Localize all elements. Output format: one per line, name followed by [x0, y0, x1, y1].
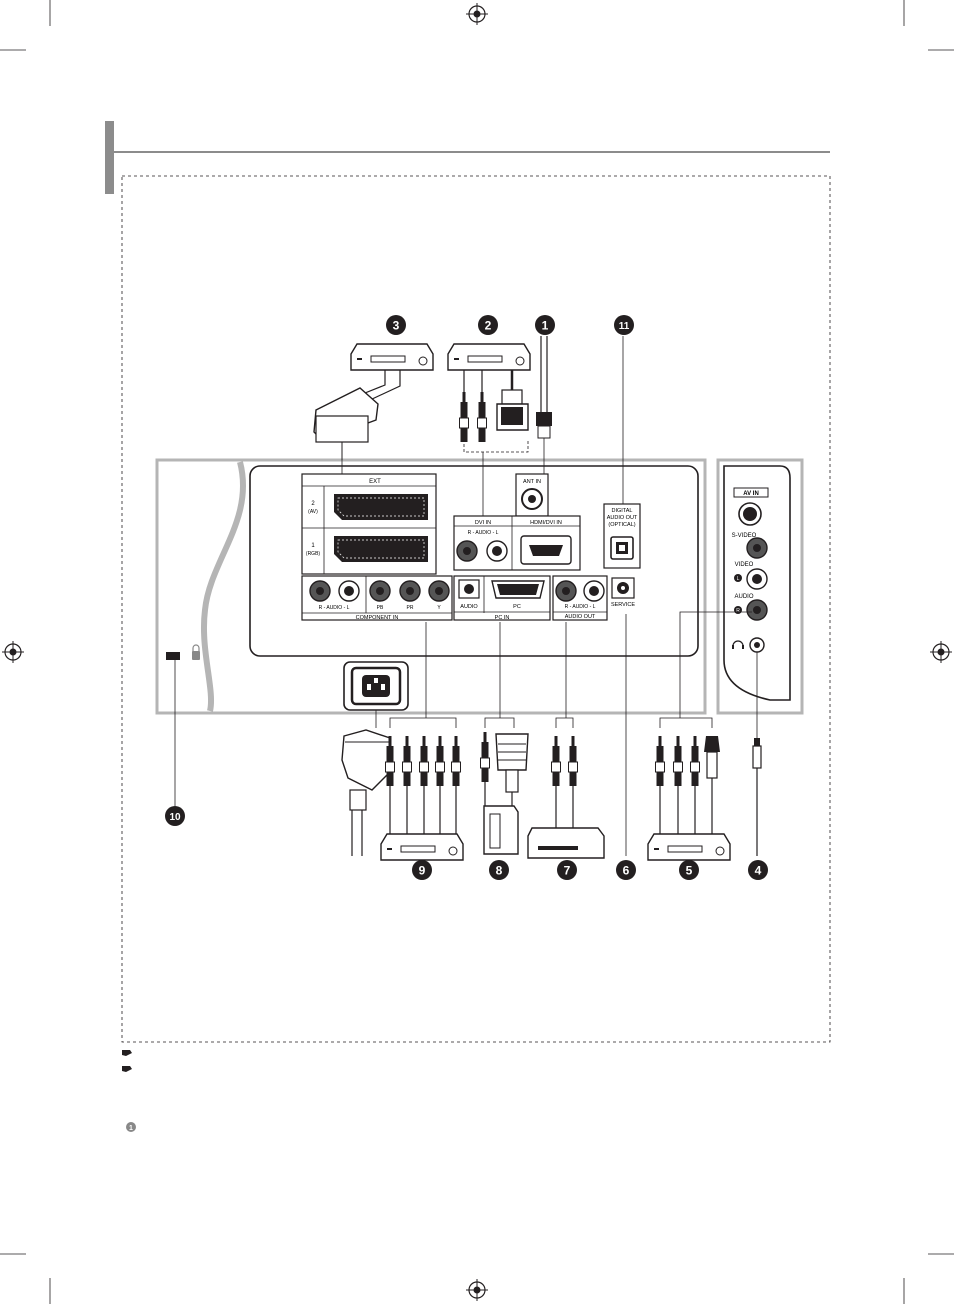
dvi-audio-l-jack: [487, 541, 507, 561]
callout-8: 8: [489, 860, 509, 880]
callout-4: 4: [748, 860, 768, 880]
audio-out-block: R - AUDIO - L AUDIO OUT: [553, 576, 607, 620]
svg-text:6: 6: [623, 864, 630, 878]
svg-text:11: 11: [619, 321, 630, 332]
callout-6: 6: [616, 860, 636, 880]
ant-in-label: ANT IN: [523, 479, 541, 485]
component-audio-l-jack: [339, 581, 359, 601]
pointing-hand-icon: [122, 1050, 132, 1056]
side-panel: AV IN S-VIDEO VIDEO L AUDIO R: [718, 460, 802, 713]
service-label: SERVICE: [611, 602, 635, 608]
svg-text:3: 3: [393, 319, 400, 333]
service-block: SERVICE: [611, 578, 635, 608]
audio-l-jack: [747, 569, 767, 589]
svg-text:1: 1: [542, 319, 549, 333]
digital-audio-out-line1: DIGITAL: [612, 508, 633, 514]
video-jack: [747, 538, 767, 558]
registration-mark-icon: [466, 1279, 488, 1301]
component-pr-label: PR: [407, 605, 414, 611]
callout-1: 1: [535, 315, 555, 335]
svg-text:9: 9: [419, 864, 426, 878]
callout-9: 9: [412, 860, 432, 880]
ext-scart-block: EXT 2 (AV) 1 (RGB): [302, 474, 436, 574]
dvi-audio-label: R - AUDIO - L: [468, 530, 499, 536]
audio-r-jack: [747, 600, 767, 620]
svg-text:1: 1: [129, 1125, 133, 1132]
audio-r-label: R: [736, 608, 740, 614]
power-cord: [342, 710, 392, 856]
power-socket: [344, 662, 408, 710]
pc-in-label: PC IN: [495, 615, 510, 621]
ant-in-block: ANT IN: [516, 474, 548, 516]
hdmi-dvi-in-label: HDMI/DVI IN: [530, 520, 562, 526]
component-cables-9: [381, 622, 463, 860]
pc-label: PC: [513, 604, 521, 610]
audio-out-label: AUDIO OUT: [565, 614, 596, 620]
digital-audio-out-line3: (OPTICAL): [608, 522, 635, 528]
ext-label: EXT: [369, 479, 381, 485]
pc-audio-label: AUDIO: [460, 604, 478, 610]
component-pb-label: PB: [377, 605, 384, 611]
pointing-hand-icon: [122, 1066, 132, 1072]
callout-11: 11: [614, 315, 634, 335]
svg-text:5: 5: [686, 864, 693, 878]
svg-text:4: 4: [755, 864, 762, 878]
ext-port1-sub: (RGB): [306, 551, 321, 557]
audio-out-cables-7: [528, 622, 604, 858]
component-in-label: COMPONENT IN: [356, 615, 399, 621]
antenna-cable-1: [536, 336, 552, 474]
digital-audio-out-line2: AUDIO OUT: [607, 515, 638, 521]
digital-audio-out-block: DIGITAL AUDIO OUT (OPTICAL): [604, 504, 640, 568]
callout-7: 7: [557, 860, 577, 880]
section-header-bar: [105, 121, 114, 194]
scart-port-2: [334, 494, 428, 520]
component-audio-label: R - AUDIO - L: [319, 605, 350, 611]
ext-port2-sub: (AV): [308, 509, 318, 515]
registration-mark-icon: [466, 3, 488, 25]
svg-text:8: 8: [496, 864, 503, 878]
kensington-lock-icon: [166, 645, 200, 660]
audio-l-label: L: [737, 576, 740, 582]
svg-text:7: 7: [564, 864, 571, 878]
svg-text:10: 10: [169, 812, 181, 823]
registration-mark-icon: [2, 641, 24, 663]
component-y-jack: [429, 581, 449, 601]
callout-3: 3: [386, 315, 406, 335]
scart-port-1: [334, 536, 428, 562]
hdmi-dvi-block: DVI IN R - AUDIO - L HDMI/DVI IN: [454, 516, 580, 570]
device-3-scart: [314, 344, 433, 474]
svg-text:2: 2: [485, 319, 492, 333]
component-in-block: R - AUDIO - L PB PR Y COMPONENT IN: [302, 576, 452, 621]
hdmi-port: [529, 545, 563, 556]
component-audio-r-jack: [310, 581, 330, 601]
component-pr-jack: [400, 581, 420, 601]
pc-in-block: AUDIO PC PC IN: [454, 576, 550, 621]
av-in-label: AV IN: [743, 491, 759, 497]
bullet-1-icon: 1: [126, 1122, 136, 1132]
audio-label: AUDIO: [734, 594, 753, 600]
audio-out-lr-label: R - AUDIO - L: [565, 604, 596, 610]
dvi-audio-r-jack: [457, 541, 477, 561]
callout-5: 5: [679, 860, 699, 880]
callout-10: 10: [165, 806, 185, 826]
audio-out-r-jack: [556, 581, 576, 601]
audio-out-l-jack: [584, 581, 604, 601]
s-video-label: S-VIDEO: [732, 533, 757, 539]
registration-mark-icon: [930, 641, 952, 663]
component-pb-jack: [370, 581, 390, 601]
dvi-in-label: DVI IN: [475, 520, 491, 526]
callout-2: 2: [478, 315, 498, 335]
video-label: VIDEO: [735, 562, 754, 568]
